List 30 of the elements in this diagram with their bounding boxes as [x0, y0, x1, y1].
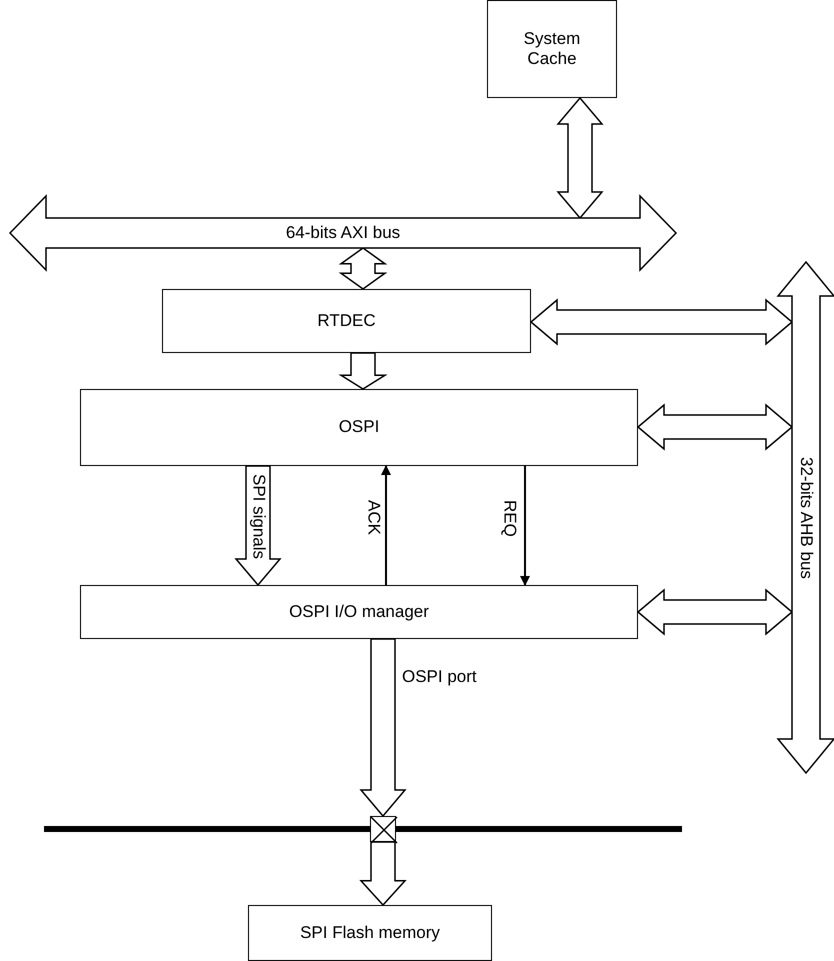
box-label: OSPI I/O manager — [289, 602, 429, 622]
edge-label: SPI signals — [249, 474, 268, 560]
edge-label: OSPI port — [402, 668, 477, 687]
edge-label: ACK — [364, 500, 383, 535]
block-arrow — [359, 841, 407, 906]
switch-box — [370, 816, 396, 842]
block-arrow — [636, 588, 794, 636]
box-label: System Cache — [522, 28, 582, 70]
block-box — [80, 585, 638, 639]
bus-arrow — [10, 196, 676, 270]
block-arrow — [636, 403, 794, 451]
edge-label: REQ — [500, 500, 519, 537]
box-label: RTDEC — [317, 310, 376, 332]
block-arrow — [234, 465, 282, 586]
block-box — [80, 389, 638, 466]
block-box — [248, 905, 492, 961]
box-label: OSPI — [338, 417, 380, 438]
arrow — [520, 466, 530, 586]
block-arrow — [338, 352, 388, 390]
block-arrow — [556, 96, 604, 220]
bus-label: 32-bits AHB bus — [796, 456, 816, 578]
arrow — [381, 465, 391, 585]
block-arrow — [530, 298, 794, 346]
block-arrow — [359, 638, 407, 818]
box-label: SPI Flash memory — [300, 922, 440, 944]
bus-arrow — [778, 262, 834, 773]
block-box — [162, 289, 531, 353]
block-arrow — [338, 247, 388, 290]
block-box — [487, 0, 617, 98]
bus-label: 64-bits AXI bus — [286, 222, 400, 244]
